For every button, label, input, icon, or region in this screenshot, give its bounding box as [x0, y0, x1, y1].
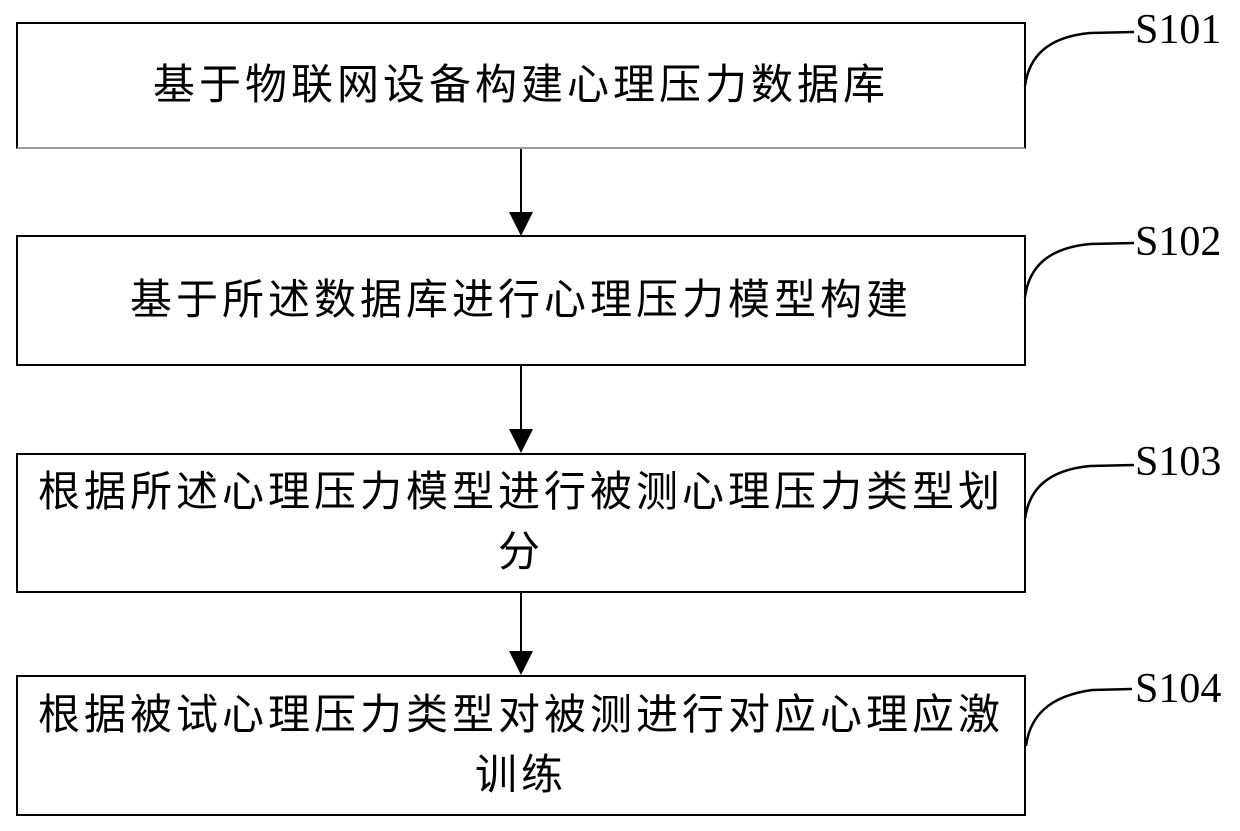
flow-box-s101-text: 基于物联网设备构建心理压力数据库 — [152, 62, 889, 109]
step-label-s103: S103 — [1135, 439, 1222, 485]
arrow-down-1-head-icon — [509, 212, 533, 236]
flow-box-s104: 根据被试心理压力类型对被测进行对应心理应激 训练 — [16, 675, 1026, 816]
flow-box-s104-text: 根据被试心理压力类型对被测进行对应心理应激 训练 — [37, 692, 1004, 799]
step-label-s101: S101 — [1135, 7, 1222, 53]
flow-box-s103-text: 根据所述心理压力模型进行被测心理压力类型划 分 — [37, 470, 1004, 576]
arrow-down-2-line — [520, 366, 522, 431]
connector-curve-s102 — [1023, 241, 1135, 298]
arrow-down-3-line — [520, 593, 522, 652]
flow-box-s101: 基于物联网设备构建心理压力数据库 — [16, 22, 1026, 149]
flow-box-s103: 根据所述心理压力模型进行被测心理压力类型划 分 — [16, 453, 1026, 593]
connector-curve-s101 — [1023, 30, 1135, 87]
step-label-s104: S104 — [1135, 666, 1222, 712]
arrow-down-3-head-icon — [509, 651, 533, 675]
flow-box-s102-text: 基于所述数据库进行心理压力模型构建 — [129, 277, 912, 324]
flow-box-s102: 基于所述数据库进行心理压力模型构建 — [16, 235, 1026, 366]
arrow-down-1-line — [520, 149, 522, 213]
step-label-s102: S102 — [1135, 219, 1222, 265]
arrow-down-2-head-icon — [509, 429, 533, 453]
connector-curve-s104 — [1024, 687, 1133, 747]
connector-curve-s103 — [1023, 463, 1135, 520]
